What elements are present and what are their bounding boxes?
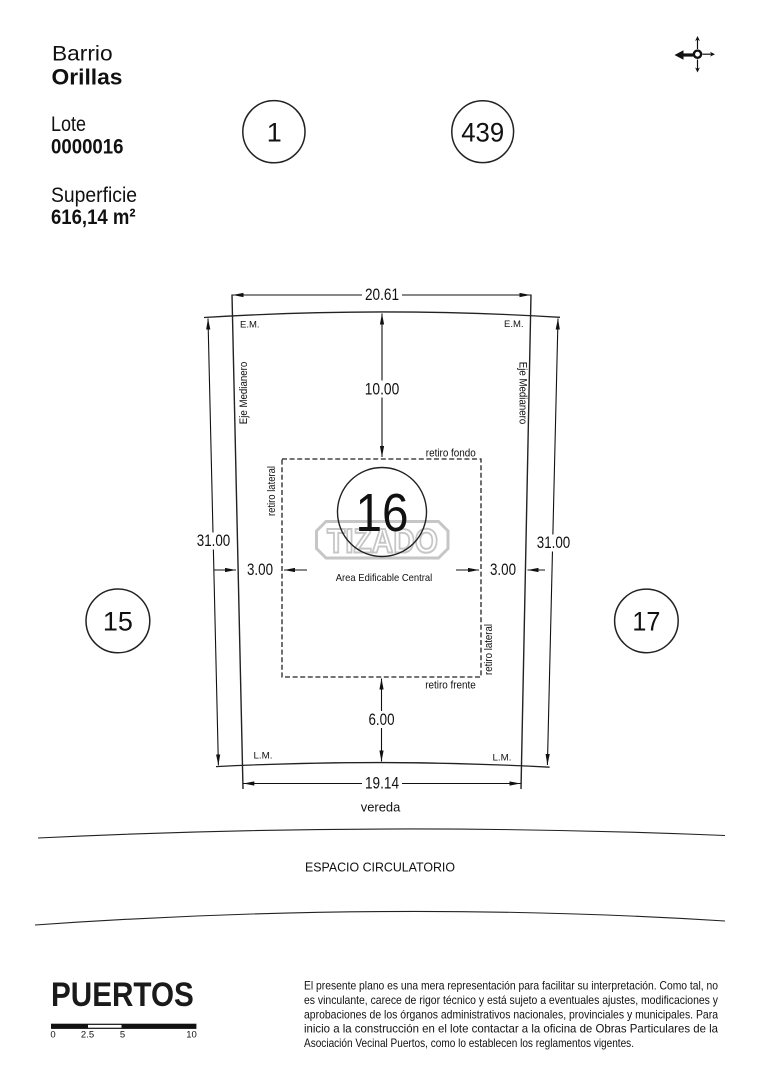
svg-text:0: 0 [50, 1030, 55, 1041]
svg-text:TIZADO: TIZADO [327, 523, 438, 561]
svg-text:16: 16 [356, 484, 409, 543]
svg-text:616,14 m²: 616,14 m² [51, 205, 136, 229]
svg-text:31.00: 31.00 [537, 533, 571, 552]
svg-text:Superficie: Superficie [51, 183, 137, 207]
svg-text:3.00: 3.00 [247, 560, 273, 579]
svg-text:L.M.: L.M. [254, 751, 273, 762]
svg-text:retiro lateral: retiro lateral [266, 466, 278, 516]
svg-text:17: 17 [632, 607, 660, 637]
svg-text:es vinculante, carece de rigor: es vinculante, carece de rigor técnico y… [304, 993, 718, 1007]
svg-text:3.00: 3.00 [490, 560, 516, 579]
svg-text:retiro frente: retiro frente [425, 680, 476, 692]
svg-text:PUERTOS: PUERTOS [51, 976, 194, 1014]
svg-text:439: 439 [461, 118, 504, 148]
svg-text:Area Edificable Central: Area Edificable Central [336, 572, 433, 584]
svg-text:E.M.: E.M. [504, 319, 524, 330]
svg-text:19.14: 19.14 [365, 774, 399, 793]
svg-text:ESPACIO CIRCULATORIO: ESPACIO CIRCULATORIO [305, 861, 455, 875]
svg-text:Asociación Vecinal Puertos, co: Asociación Vecinal Puertos, como lo esta… [304, 1036, 634, 1050]
svg-text:vereda: vereda [361, 800, 401, 815]
svg-text:L.M.: L.M. [493, 753, 512, 764]
svg-text:Eje Medianero: Eje Medianero [238, 362, 250, 425]
svg-text:2.5: 2.5 [81, 1030, 94, 1041]
svg-text:Lote: Lote [51, 112, 86, 136]
svg-text:6.00: 6.00 [369, 710, 395, 729]
svg-text:Eje Medianero: Eje Medianero [517, 362, 529, 425]
svg-text:inicio a la construcción en el: inicio a la construcción en el lote cont… [304, 1022, 718, 1036]
svg-text:aprobaciones de los órganos ad: aprobaciones de los órganos administrati… [304, 1007, 718, 1021]
svg-text:15: 15 [103, 607, 133, 637]
svg-text:Barrio: Barrio [52, 42, 113, 66]
svg-text:retiro fondo: retiro fondo [426, 448, 476, 460]
svg-text:1: 1 [267, 117, 282, 147]
svg-text:20.61: 20.61 [365, 285, 399, 304]
svg-text:Orillas: Orillas [52, 65, 123, 90]
svg-text:10: 10 [186, 1030, 197, 1041]
svg-text:El presente plano es una mera: El presente plano es una mera representa… [304, 979, 718, 993]
svg-text:10.00: 10.00 [365, 380, 400, 399]
svg-text:0000016: 0000016 [51, 136, 124, 159]
svg-text:E.M.: E.M. [240, 320, 260, 331]
svg-text:31.00: 31.00 [197, 531, 231, 550]
svg-text:5: 5 [120, 1030, 125, 1041]
svg-text:retiro lateral: retiro lateral [483, 624, 495, 675]
